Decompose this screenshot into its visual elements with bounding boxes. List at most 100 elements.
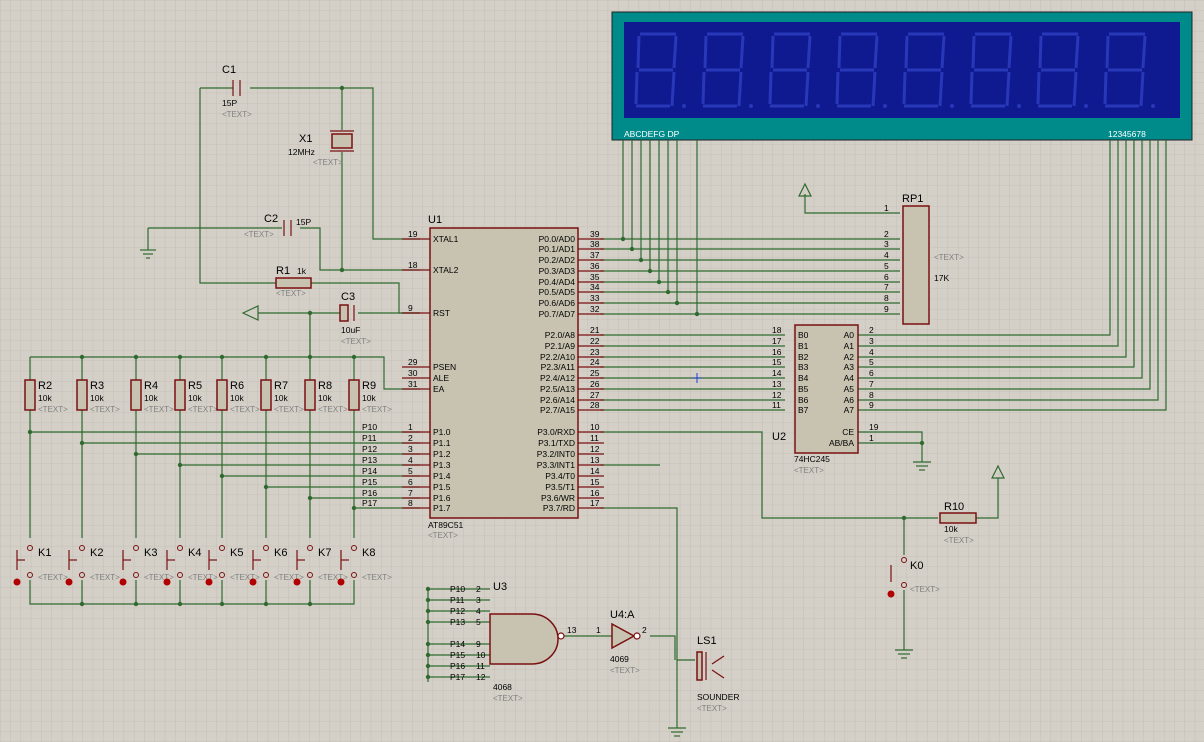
rp1-pin-num: 8: [884, 293, 889, 303]
display-digit: [835, 32, 887, 108]
u1-pin-num: 5: [408, 466, 413, 476]
u1-pin-num: 36: [590, 261, 600, 271]
junction-dot: [219, 473, 225, 479]
c3-capacitor[interactable]: C3 10uF <TEXT>: [339, 291, 371, 346]
u2-pin-num: 9: [869, 400, 874, 410]
u1-pin-name: P0.1/AD1: [539, 244, 576, 254]
key-switch[interactable]: K5<TEXT>: [205, 545, 261, 586]
key-switch[interactable]: K6<TEXT>: [249, 545, 305, 586]
key-ref: K7: [318, 547, 331, 559]
u1-pin-num: 26: [590, 379, 600, 389]
junction-dot: [307, 601, 313, 607]
r10-resistor[interactable]: R10 10k <TEXT>: [939, 501, 977, 545]
resistor-value: 10k: [144, 393, 158, 403]
key-switch[interactable]: K4<TEXT>: [163, 545, 219, 586]
u2-pin-num: 15: [772, 357, 782, 367]
junction-dot: [425, 663, 431, 669]
u1-pin-num: 33: [590, 293, 600, 303]
u3-pin-num: 12: [476, 672, 486, 682]
key-switch[interactable]: K7<TEXT>: [293, 545, 349, 586]
c2-capacitor[interactable]: C2 15P <TEXT>: [244, 213, 311, 239]
u2-pin-name: B6: [798, 395, 809, 405]
u1-pin-num: 7: [408, 488, 413, 498]
key-switch[interactable]: K3<TEXT>: [119, 545, 175, 586]
resistor-text: <TEXT>: [188, 405, 218, 414]
u2-pin-name: A7: [844, 405, 855, 415]
junction-dot: [629, 246, 635, 252]
u1-pin-name: P3.5/T1: [545, 482, 575, 492]
c2-value: 15P: [296, 217, 311, 227]
key-switch[interactable]: K2<TEXT>: [65, 545, 121, 586]
u2-pin-name: A1: [844, 341, 855, 351]
u1-pin-num: 25: [590, 368, 600, 378]
key-switch[interactable]: K1<TEXT>: [13, 545, 69, 586]
ls1-sounder[interactable]: LS1 SOUNDER <TEXT>: [696, 635, 740, 713]
u1-text: <TEXT>: [428, 531, 458, 540]
u2-pin-num: 7: [869, 379, 874, 389]
u2-pin-num: 13: [772, 379, 782, 389]
u1-pin-num: 14: [590, 466, 600, 476]
u2-pin-num: 5: [869, 357, 874, 367]
r10-value: 10k: [944, 524, 958, 534]
rp1-pin-num: 3: [884, 239, 889, 249]
junction-dot: [339, 85, 345, 91]
r10-text: <TEXT>: [944, 536, 974, 545]
power-arrow-r10: [991, 464, 1005, 479]
resistor-ref: R5: [188, 380, 202, 392]
junction-dot: [177, 354, 183, 360]
r1-resistor[interactable]: R1 1k <TEXT>: [275, 265, 312, 298]
key-switch[interactable]: K8<TEXT>: [337, 545, 393, 586]
u3-value: 4068: [493, 682, 512, 692]
u2-value: 74HC245: [794, 454, 830, 464]
u1-pin-name: P1.4: [433, 471, 451, 481]
rp1-value: 17K: [934, 273, 949, 283]
u1-pin-num: 34: [590, 282, 600, 292]
key-text: <TEXT>: [90, 573, 120, 582]
k0-switch[interactable]: K0 <TEXT>: [887, 557, 941, 598]
u1-pin-name: P1.1: [433, 438, 451, 448]
k0-ref: K0: [910, 560, 923, 572]
u1-pin-name: P1.0: [433, 427, 451, 437]
x1-crystal[interactable]: X1 12MHz <TEXT>: [288, 130, 354, 167]
ls1-ref: LS1: [697, 635, 717, 647]
junction-dot: [263, 484, 269, 490]
r1-value: 1k: [297, 266, 307, 276]
u1-pin-name: P0.2/AD2: [539, 255, 576, 265]
c2-text: <TEXT>: [244, 230, 274, 239]
u2-pin-name: A2: [844, 352, 855, 362]
junction-dot: [307, 310, 313, 316]
u4-inverter[interactable]: U4:A 1 2 4069 <TEXT>: [596, 609, 647, 675]
u1-ref: U1: [428, 214, 442, 226]
net-label: P11: [450, 595, 465, 605]
c1-capacitor[interactable]: C1 15P <TEXT>: [222, 64, 252, 119]
u1-pin-name: XTAL2: [433, 265, 459, 275]
ground-symbol: [140, 249, 156, 259]
display-digit: [1036, 32, 1088, 108]
resistor-ref: R4: [144, 380, 158, 392]
u1-pin-num: 8: [408, 498, 413, 508]
c1-ref: C1: [222, 64, 236, 76]
resistor-ref: R9: [362, 380, 376, 392]
u1-pin-name: P2.4/A12: [540, 373, 575, 383]
u1-pin-name: P0.6/AD6: [539, 298, 576, 308]
u3-pin-num: 9: [476, 639, 481, 649]
seven-segment-display[interactable]: ABCDEFG DP 12345678: [611, 11, 1193, 141]
u1-pin-num: 1: [408, 422, 413, 432]
rp1-pin-num: 2: [884, 229, 889, 239]
key-ref: K3: [144, 547, 157, 559]
u1-pin-num: 37: [590, 250, 600, 260]
u3-ref: U3: [493, 581, 507, 593]
